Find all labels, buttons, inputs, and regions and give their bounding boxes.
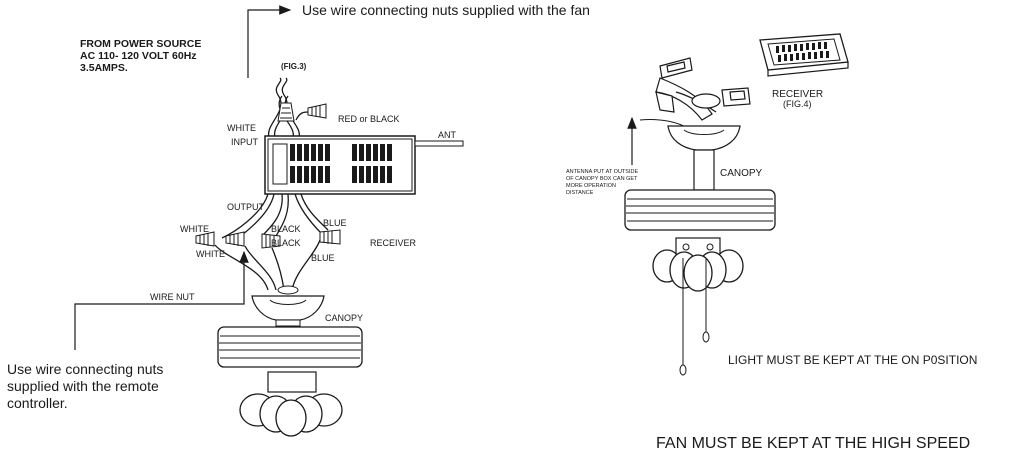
fig4-label: (FIG.4) [783, 99, 812, 109]
canopy-label-left: CANOPY [325, 313, 363, 323]
white-nut-2 [225, 231, 245, 247]
white-top-label: WHITE [227, 123, 256, 133]
light-note: LIGHT MUST BE KEPT AT THE ON P0SITION [728, 353, 977, 367]
bottom-note-line-2: supplied with the remote [7, 378, 159, 394]
receiver-label-right: RECEIVER [772, 89, 823, 100]
black-wire-nut [261, 233, 281, 249]
receiver-module [759, 33, 849, 77]
blue-label-2: BLUE [311, 253, 335, 263]
white-wire-nut [195, 231, 215, 247]
fig3-label: (FIG.3) [281, 62, 307, 71]
bottom-note-line-3: controller. [7, 395, 68, 411]
antenna-note-1: ANTENNA PUT AT OUTSIDE [566, 169, 638, 175]
input-label: INPUT [231, 137, 259, 147]
canopy-right [667, 125, 741, 191]
receiver-box [264, 135, 416, 195]
light-kit-right [652, 237, 744, 292]
red-black-wire [295, 111, 309, 121]
blue-label-1: BLUE [323, 218, 347, 228]
blue-wire-nut [319, 229, 341, 245]
white-left-label: WHITE [180, 224, 209, 234]
input-wire-nut-black [307, 103, 327, 119]
black-label-2: BLACK [271, 238, 301, 248]
power-source-line-1: FROM POWER SOURCE [80, 38, 201, 50]
antenna-note-2: OF CANOPY BOX CAN GET [566, 176, 638, 182]
black-label-1: BLACK [271, 224, 301, 234]
canopy-left [251, 285, 325, 327]
output-wires [214, 193, 329, 291]
antenna-wire [414, 140, 464, 147]
ant-label: ANT [438, 130, 457, 140]
power-source-line-2: AC 110- 120 VOLT 60Hz [80, 50, 197, 62]
pull-chains [679, 258, 710, 376]
antenna-note-4: DISTANCE [566, 190, 594, 196]
input-wire-nut-white [277, 102, 295, 122]
motor-housing-right [624, 189, 776, 231]
output-label: OUTPUT [227, 202, 265, 212]
antenna-note-3: MORE OPERATION [566, 183, 616, 189]
bottom-leader-line [74, 250, 249, 350]
top-leader-line [247, 5, 292, 78]
mounting-bracket [655, 57, 751, 121]
receiver-label-left: RECEIVER [370, 238, 417, 248]
fan-note: FAN MUST BE KEPT AT THE HIGH SPEED [656, 435, 970, 452]
bottom-note-line-1: Use wire connecting nuts [7, 361, 163, 377]
wire-nut-label: WIRE NUT [150, 292, 195, 302]
canopy-label-right: CANOPY [720, 168, 763, 179]
light-kit-left [239, 371, 343, 437]
red-or-black-label: RED or BLACK [338, 114, 400, 124]
white-left-label-2: WHITE [196, 249, 225, 259]
top-note: Use wire connecting nuts supplied with t… [302, 2, 590, 18]
power-source-line-3: 3.5AMPS. [80, 62, 128, 74]
motor-housing-left [217, 326, 363, 368]
